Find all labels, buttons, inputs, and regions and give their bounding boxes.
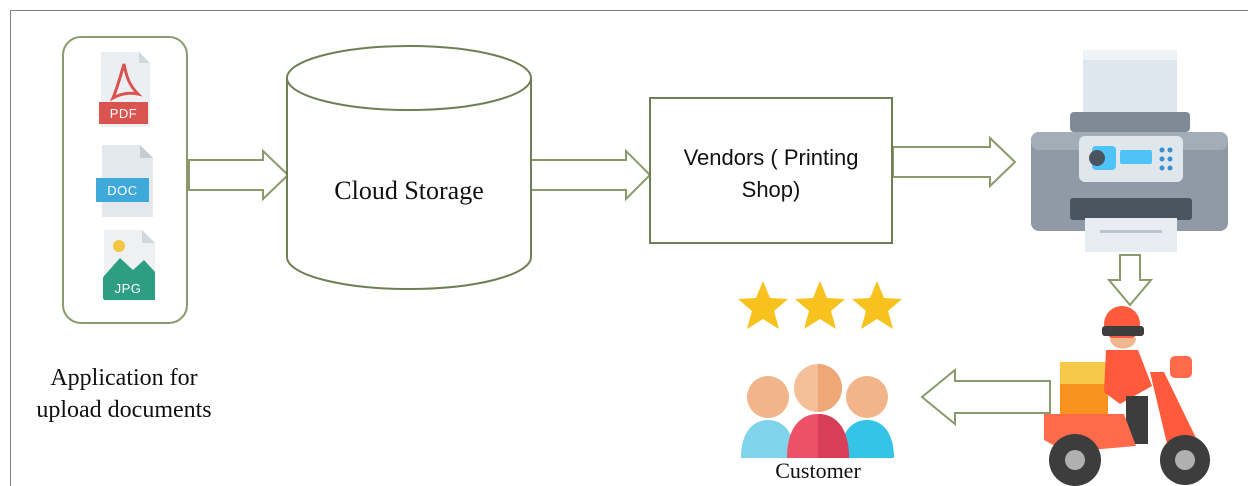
jpg-file-icon: JPG (103, 230, 155, 300)
printer-icon (1031, 50, 1228, 252)
doc-tag: DOC (107, 183, 137, 198)
app-panel-label-line1: Application for (50, 365, 198, 391)
diagram-frame (10, 10, 1248, 486)
doc-file-icon: DOC (96, 145, 153, 217)
arrow-cloud-to-vendors (530, 148, 652, 202)
jpg-tag: JPG (115, 281, 142, 296)
vendors-box (649, 97, 893, 244)
app-panel-label: Application for upload documents (14, 362, 234, 426)
app-panel-label-line2: upload documents (36, 397, 212, 423)
star-icon (738, 281, 788, 329)
pdf-tag: PDF (110, 106, 138, 121)
star-icon (795, 281, 845, 329)
star-icon (852, 281, 902, 329)
arrow-printer-to-delivery (1106, 254, 1154, 307)
vendors-label-line1: Vendors ( Printing (683, 145, 859, 170)
customer-group-icon (741, 364, 894, 458)
customer-label: Customer (775, 458, 861, 483)
vendors-label: Vendors ( Printing Shop) (656, 142, 886, 206)
delivery-scooter-icon (1044, 306, 1210, 486)
rating-stars (738, 281, 902, 329)
cloud-storage-cylinder (286, 45, 532, 290)
vendors-label-line2: Shop) (741, 177, 801, 202)
cloud-storage-label: Cloud Storage (334, 176, 484, 205)
arrow-vendors-to-printer (892, 135, 1017, 189)
arrow-app-to-cloud (188, 148, 290, 202)
arrow-delivery-to-customer (920, 367, 1051, 427)
pdf-file-icon: PDF (99, 52, 150, 127)
